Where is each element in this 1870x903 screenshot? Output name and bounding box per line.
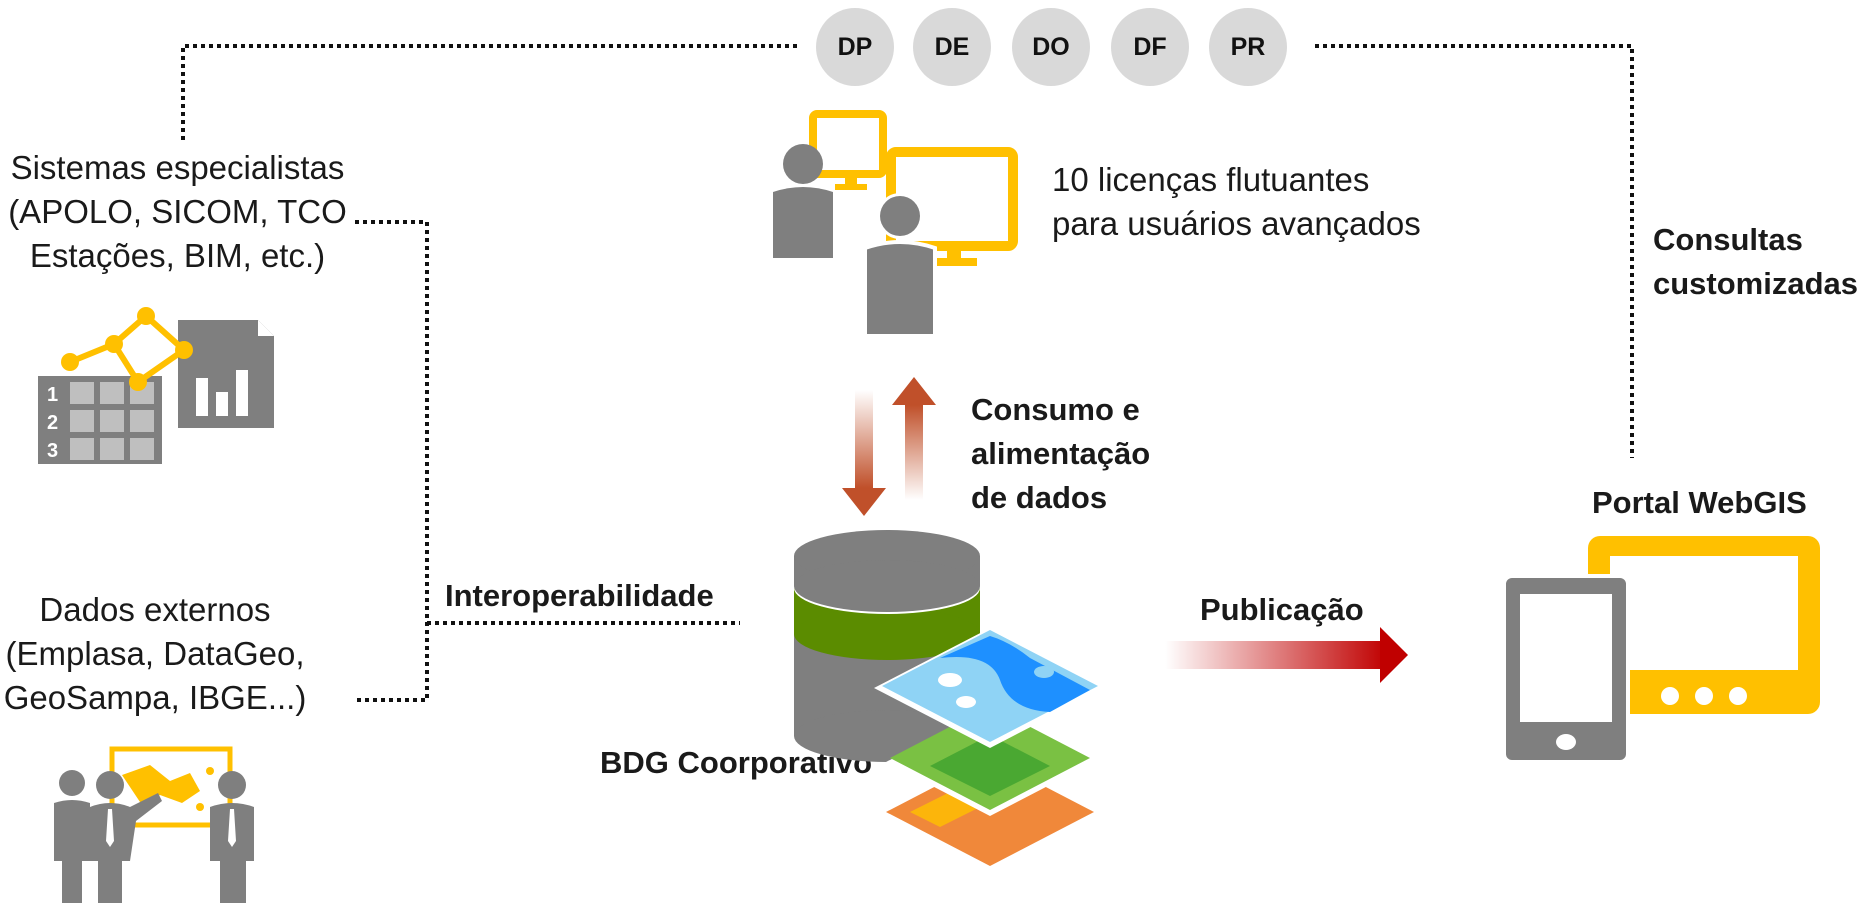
department-badge-pr: PR <box>1209 8 1287 86</box>
consumption-label: Consumo e alimentação de dados <box>971 392 1151 515</box>
dotted-connector-top-right <box>1315 44 1634 458</box>
interoperability-label: Interoperabilidade <box>445 578 714 613</box>
portal-label: Portal WebGIS <box>1592 485 1807 520</box>
systems-icon: 1 2 3 <box>38 307 274 464</box>
table-number-1: 1 <box>47 384 58 406</box>
presentation-people-icon <box>54 746 254 903</box>
publication-arrow <box>1165 627 1408 683</box>
bidirectional-arrow <box>842 377 936 516</box>
publication-label: Publicação <box>1200 592 1364 627</box>
dotted-connector-top-left <box>181 44 800 140</box>
department-badge-do: DO <box>1012 8 1090 86</box>
dotted-connector-systems <box>355 220 429 702</box>
table-number-2: 2 <box>47 412 58 434</box>
department-badge-de: DE <box>913 8 991 86</box>
custom-queries-label: Consultas customizadas <box>1653 222 1859 301</box>
department-badge-dp: DP <box>816 8 894 86</box>
systems-label: Sistemas especialistas (APOLO, SICOM, TC… <box>8 149 347 274</box>
devices-icon <box>1502 536 1820 764</box>
database-layers-icon <box>794 530 1106 866</box>
users-monitors-icon <box>773 110 1018 338</box>
licenses-label: 10 licenças flutuantes para usuários ava… <box>1052 161 1421 242</box>
department-badge-df: DF <box>1111 8 1189 86</box>
external-data-label: Dados externos (Emplasa, DataGeo, GeoSam… <box>3 591 307 716</box>
table-number-3: 3 <box>47 440 58 462</box>
